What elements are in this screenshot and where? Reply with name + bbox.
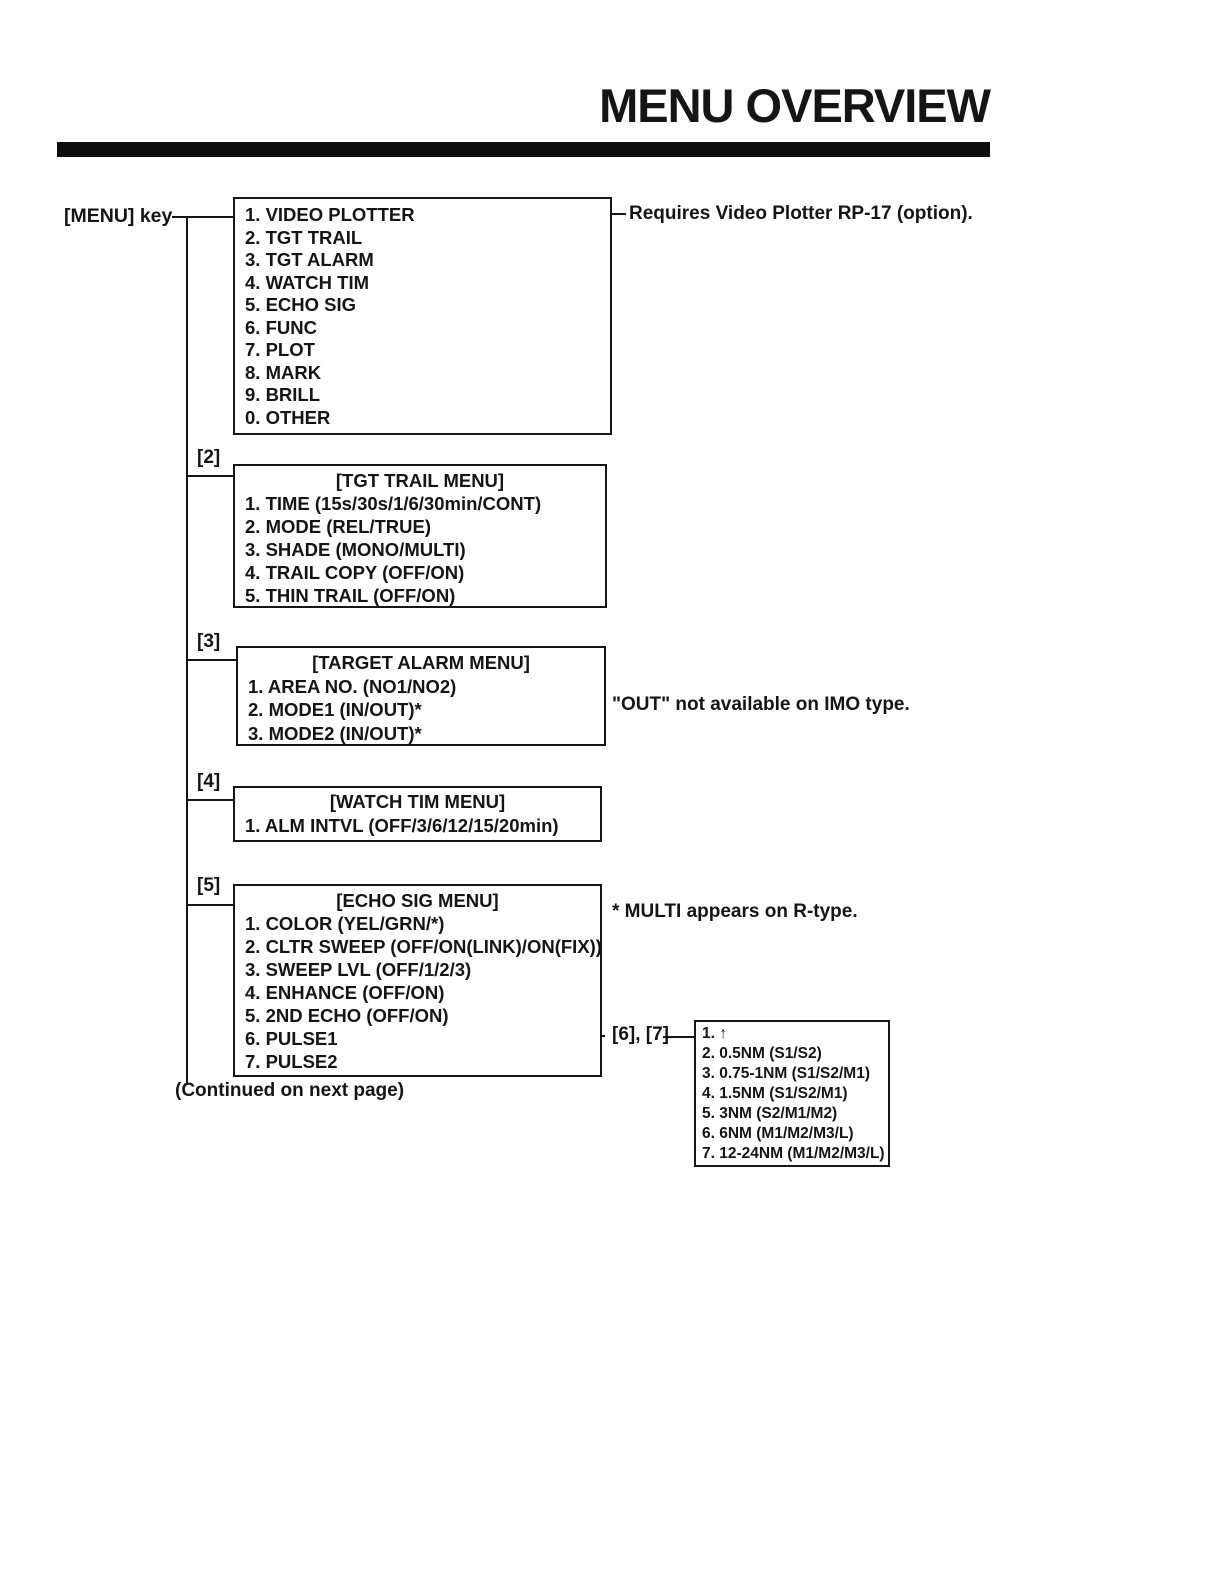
tgt-trail-menu-box: [TGT TRAIL MENU] 1. TIME (15s/30s/1/6/30…	[233, 464, 607, 608]
menu-item: 1. ↑	[702, 1025, 727, 1042]
menu-item: 1. VIDEO PLOTTER	[245, 204, 415, 225]
menu-item: 4. TRAIL COPY (OFF/ON)	[245, 562, 465, 583]
menu-item: 2. MODE1 (IN/OUT)*	[248, 699, 422, 720]
menu-item: 6. FUNC	[245, 316, 317, 338]
ref-label-2: [2]	[197, 447, 221, 468]
target-alarm-menu-title: [TARGET ALARM MENU]	[312, 652, 530, 673]
menu-item: 5. ECHO SIG	[245, 294, 357, 315]
pulse-range-box: 1. ↑ 2. 0.5NM (S1/S2) 3. 0.75-1NM (S1/S2/M…	[694, 1020, 890, 1167]
tgt-trail-menu-title: [TGT TRAIL MENU]	[335, 470, 505, 491]
watch-tim-menu-items: 1. ALM INTVL (OFF/3/6/12/15/20min)	[235, 814, 600, 838]
page-title: MENU OVERVIEW	[599, 79, 991, 132]
menu-item: 6. 6NM (M1/M2/M3/L)	[702, 1125, 854, 1142]
menu-item: 2. MODE (REL/TRUE)	[245, 516, 432, 537]
menu-item: 7. PULSE2	[245, 1051, 338, 1072]
menu-item: 4. ENHANCE (OFF/ON)	[245, 982, 445, 1003]
menu-item: 2. TGT TRAIL	[245, 226, 363, 248]
tgt-trail-menu-items: 1. TIME (15s/30s/1/6/30min/CONT)2. MODE …	[235, 492, 605, 607]
menu-key-connector-line	[172, 216, 233, 218]
annotation-video-plotter: Requires Video Plotter RP-17 (option).	[629, 203, 973, 224]
target-alarm-menu-box: [TARGET ALARM MENU] 1. AREA NO. (NO1/NO2…	[236, 646, 606, 746]
branch-line-2	[186, 475, 233, 477]
menu-item: 1. AREA NO. (NO1/NO2)	[248, 675, 457, 697]
menu-item: 3. SHADE (MONO/MULTI)	[245, 539, 466, 560]
menu-item: 2. 0.5NM (S1/S2)	[702, 1045, 822, 1062]
branch-line-5	[186, 904, 233, 906]
ref-label-3: [3]	[197, 631, 221, 652]
echo-sig-menu-box: [ECHO SIG MENU] 1. COLOR (YEL/GRN/*)2. C…	[233, 884, 602, 1077]
ref-label-5: [5]	[197, 875, 221, 896]
menu-item: 5. THIN TRAIL (OFF/ON)	[245, 585, 456, 606]
title-rule	[57, 142, 990, 157]
watch-tim-menu-title: [WATCH TIM MENU]	[329, 791, 506, 812]
ref-label-4: [4]	[197, 771, 221, 792]
annotation-multi-rtype: * MULTI appears on R-type.	[612, 901, 858, 922]
menu-item: 6. PULSE1	[245, 1028, 338, 1049]
menu-item: 3. TGT ALARM	[245, 249, 374, 270]
menu-item: 1. TIME (15s/30s/1/6/30min/CONT)	[245, 493, 542, 514]
menu-item: 4. WATCH TIM	[245, 271, 370, 293]
ref-label-6-7: [6], [7]	[612, 1024, 669, 1045]
continued-note: (Continued on next page)	[175, 1080, 405, 1101]
menu-item: 5. 2ND ECHO (OFF/ON)	[245, 1005, 449, 1026]
leader-line-6-7	[663, 1036, 694, 1038]
branch-line-4	[186, 799, 233, 801]
echo-sig-menu-items: 1. COLOR (YEL/GRN/*)2. CLTR SWEEP (OFF/O…	[235, 912, 602, 1073]
menu-item: 3. MODE2 (IN/OUT)*	[248, 722, 422, 744]
menu-key-label: [MENU] key	[64, 205, 173, 227]
menu-item: 7. 12-24NM (M1/M2/M3/L)	[702, 1145, 885, 1162]
menu-item: 2. CLTR SWEEP (OFF/ON(LINK)/ON(FIX))	[245, 936, 602, 957]
menu-item: 4. 1.5NM (S1/S2/M1)	[702, 1085, 848, 1102]
menu-item: 5. 3NM (S2/M1/M2)	[702, 1105, 838, 1122]
menu-item: 8. MARK	[245, 361, 322, 383]
menu-item: 3. 0.75-1NM (S1/S2/M1)	[702, 1065, 870, 1082]
menu-item: 9. BRILL	[245, 384, 321, 405]
menu-item: 3. SWEEP LVL (OFF/1/2/3)	[245, 959, 472, 980]
menu-item: 1. COLOR (YEL/GRN/*)	[245, 913, 445, 934]
trunk-line	[186, 216, 188, 1083]
menu-item: 0. OTHER	[245, 406, 331, 428]
annotation-out-imo: "OUT" not available on IMO type.	[612, 694, 910, 715]
pulse-range-items: 1. ↑ 2. 0.5NM (S1/S2) 3. 0.75-1NM (S1/S2/M…	[696, 1024, 888, 1164]
echo-sig-menu-title: [ECHO SIG MENU]	[336, 890, 499, 911]
menu-item: 1. ALM INTVL (OFF/3/6/12/15/20min)	[245, 815, 559, 836]
menu-item: 7. PLOT	[245, 339, 315, 360]
branch-line-3	[186, 659, 236, 661]
watch-tim-menu-box: [WATCH TIM MENU] 1. ALM INTVL (OFF/3/6/1…	[233, 786, 602, 842]
target-alarm-menu-items: 1. AREA NO. (NO1/NO2)2. MODE1 (IN/OUT)*3…	[238, 675, 604, 746]
